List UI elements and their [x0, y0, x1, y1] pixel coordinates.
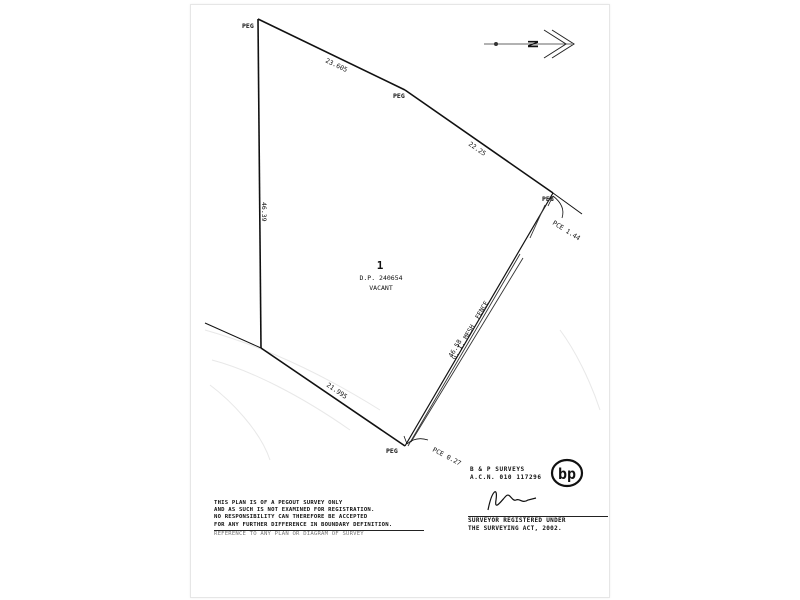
- surveyor-line-2: THE SURVEYING ACT, 2002.: [468, 524, 562, 532]
- note-cutoff-line: REFERENCE TO ANY PLAN OR DIAGRAM OF SURV…: [214, 530, 364, 537]
- boundary-right: [404, 192, 554, 447]
- fence-stub-right: [529, 204, 546, 239]
- logo-letters: bp: [558, 465, 576, 483]
- fence-inner: [410, 257, 524, 443]
- lot-status: VACANT: [369, 284, 393, 292]
- surveyor-signature: [487, 491, 537, 511]
- surveyor-certification: SURVEYOR REGISTERED UNDER THE SURVEYING …: [468, 516, 608, 532]
- pce-right: PCE 1.44: [551, 219, 582, 242]
- lot-number: 1: [377, 259, 384, 272]
- boundary-left: [257, 18, 262, 349]
- pce-bottom: PCE 0.27: [431, 446, 462, 468]
- fence-outer: [407, 253, 521, 447]
- peg-top-left-label: PEG: [242, 22, 254, 30]
- note-line-2: AND AS SUCH IS NOT EXAMINED FOR REGISTRA…: [214, 507, 375, 514]
- pce-bottom-leader: [406, 438, 429, 445]
- peg-labels: PEG PEG PEG PEG: [242, 22, 554, 455]
- boundary-bottom: [260, 347, 406, 447]
- dim-upper-right: 22.25: [467, 140, 488, 158]
- note-line-3: NO RESPONSIBILITY CAN THEREFORE BE ACCEP…: [214, 514, 368, 521]
- lot-boundary: [257, 18, 554, 447]
- peg-bottom-label: PEG: [386, 447, 398, 455]
- peg-right-label: PEG: [542, 195, 554, 203]
- north-arrow: N: [484, 29, 575, 59]
- scan-artifacts: [204, 329, 601, 461]
- pce-right-tick: [547, 195, 554, 207]
- survey-disclaimer: THIS PLAN IS OF A PEGOUT SURVEY ONLY AND…: [214, 500, 424, 538]
- offset-marks: [403, 195, 564, 445]
- boundary-upper-right: [404, 89, 554, 194]
- pce-right-leader: [552, 195, 564, 219]
- peg-upper-mid-label: PEG: [393, 92, 405, 100]
- adjoining-lines: [204, 192, 583, 349]
- extension-right: [552, 192, 583, 215]
- note-line-4: FOR ANY FURTHER DIFFERENCE IN BOUNDARY D…: [214, 522, 424, 531]
- pce-bottom-tick: [403, 435, 408, 445]
- dimension-labels: 23.605 22.25 46.39 21.995 46.58 PCE 1.44…: [260, 57, 582, 468]
- fence-label: G. I. MESH FENCE: [450, 299, 491, 361]
- lot-identification: 1 D.P. 240654 VACANT: [359, 259, 402, 292]
- company-logo: bp: [550, 458, 584, 488]
- surveyor-line-1: SURVEYOR REGISTERED UNDER: [468, 516, 608, 525]
- boundary-top: [257, 18, 406, 91]
- company-details: B & P SURVEYS A.C.N. 010 117296: [470, 466, 542, 481]
- dim-bottom: 21.995: [325, 381, 349, 401]
- note-line-1: THIS PLAN IS OF A PEGOUT SURVEY ONLY: [214, 500, 343, 506]
- company-name: B & P SURVEYS: [470, 466, 525, 473]
- fence-line: [407, 204, 546, 447]
- company-acn: A.C.N. 010 117296: [470, 473, 542, 481]
- dim-top: 23.605: [324, 57, 349, 74]
- dim-left: 46.39: [260, 202, 268, 222]
- extension-left: [204, 322, 262, 349]
- north-letter: N: [524, 40, 539, 48]
- deposited-plan: D.P. 240654: [359, 274, 402, 282]
